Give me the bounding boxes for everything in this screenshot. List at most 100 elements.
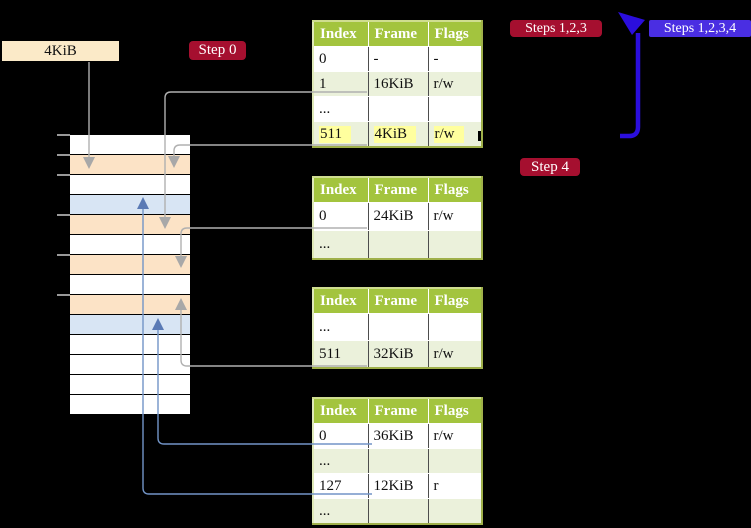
table-cell: 511 [312,121,369,148]
badge-step-0: Step 0 [189,41,246,60]
column-header-flags: Flags [427,287,483,314]
memory-tick [57,134,70,136]
table-cell: r [427,473,483,499]
column-header-flags: Flags [427,397,483,424]
table-cell [427,448,483,474]
memory-tick [57,154,70,156]
table-cell: 0 [312,423,369,449]
memory-row-white [70,135,190,155]
table1-row-marker-dash [478,131,481,141]
table-row: ... [312,313,483,341]
column-header-index: Index [312,397,369,424]
highlighted-value: r/w [433,125,464,143]
table-cell [427,96,483,122]
column-header-flags: Flags [427,176,483,203]
memory-row-white [70,355,190,375]
memory-tick [57,214,70,216]
page-size-label: 4KiB [2,41,119,61]
memory-row-white [70,375,190,395]
column-header-index: Index [312,287,369,314]
table-cell: ... [312,230,369,260]
table-cell: ... [312,498,369,525]
table-cell: ... [312,96,369,122]
table-cell: 36KiB [367,423,429,449]
table-cell: 1 [312,71,369,97]
column-header-frame: Frame [367,397,429,424]
table-cell: - [427,46,483,72]
table-cell [367,230,429,260]
memory-tick [57,294,70,296]
table-cell: ... [312,448,369,474]
big-blue-steps-arrowhead-icon [618,12,645,35]
table-row: 0-- [312,46,483,72]
table-row: ... [312,96,483,122]
column-header-index: Index [312,20,369,47]
table-cell [367,448,429,474]
table-cell: r/w [427,423,483,449]
memory-row-wheat [70,155,190,175]
column-header-frame: Frame [367,176,429,203]
table-cell: 16KiB [367,71,429,97]
table-cell: 0 [312,202,369,231]
table-cell: 32KiB [367,340,429,369]
table-cell [427,498,483,525]
highlighted-value: 511 [319,125,351,143]
column-header-index: Index [312,176,369,203]
table-cell [367,96,429,122]
highlighted-value: 4KiB [373,125,417,143]
memory-row-white [70,175,190,195]
table-cell: 0 [312,46,369,72]
table-cell [367,313,429,341]
badge-steps-1234: Steps 1,2,3,4 [649,20,751,37]
memory-row-white [70,275,190,295]
memory-row-blue [70,315,190,335]
table-cell: 127 [312,473,369,499]
table-cell: 12KiB [367,473,429,499]
physical-memory-column [70,135,190,415]
table-row: ... [312,498,483,525]
table-cell: r/w [427,340,483,369]
table-cell: ... [312,313,369,341]
table-cell: 24KiB [367,202,429,231]
column-header-frame: Frame [367,20,429,47]
memory-row-wheat [70,295,190,315]
memory-tick [57,254,70,256]
memory-row-white [70,395,190,415]
memory-row-white [70,235,190,255]
table-row: ... [312,230,483,260]
table-cell: - [367,46,429,72]
column-header-frame: Frame [367,287,429,314]
table-cell [367,498,429,525]
table-row: 511 4KiB r/w [312,121,483,148]
table-row: ... [312,448,483,474]
table-cell [427,313,483,341]
table-cell: r/w [427,121,483,148]
memory-row-wheat [70,215,190,235]
table-cell: r/w [427,202,483,231]
table-cell: 511 [312,340,369,369]
table-cell [427,230,483,260]
badge-steps-123: Steps 1,2,3 [510,20,602,37]
memory-tick [57,174,70,176]
table-cell: 4KiB [367,121,429,148]
memory-row-white [70,335,190,355]
memory-row-wheat [70,255,190,275]
big-blue-steps-arrow [620,33,641,139]
column-header-flags: Flags [427,20,483,47]
badge-step-4: Step 4 [520,158,580,176]
table-cell: r/w [427,71,483,97]
